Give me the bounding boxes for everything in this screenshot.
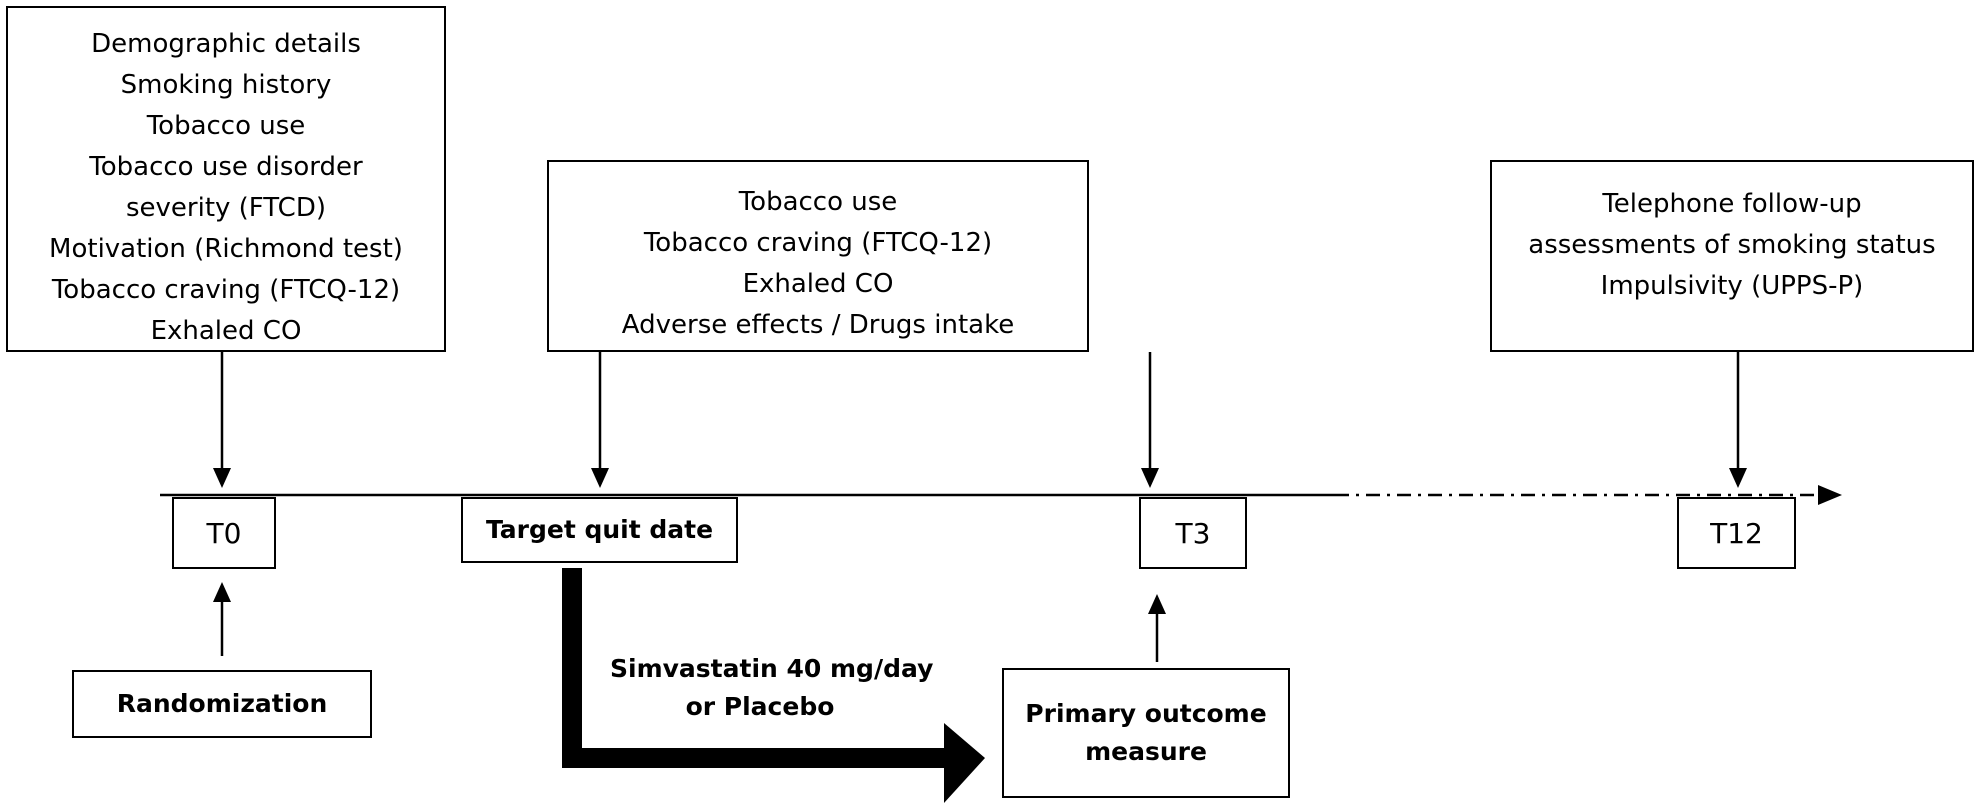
- primary-outcome-box: Primary outcome measure: [1002, 668, 1290, 798]
- treatment-period-arrowhead: [944, 723, 985, 803]
- treatment-period-arrow: [562, 568, 950, 768]
- treatment-line: Simvastatin 40 mg/day: [610, 654, 934, 683]
- baseline-item: Tobacco use disorder: [89, 152, 363, 182]
- midpoint-item: Tobacco use: [738, 187, 898, 217]
- timepoint-t3: T3: [1139, 497, 1247, 569]
- baseline-item: Smoking history: [120, 70, 332, 100]
- baseline-item: Exhaled CO: [150, 316, 302, 346]
- arrow-head-followup-to-t12: [1729, 468, 1747, 488]
- arrow-head-midpoint-to-t3: [1141, 468, 1159, 488]
- timepoint-t0-label: T0: [206, 516, 242, 550]
- baseline-item: severity (FTCD): [125, 193, 326, 223]
- midpoint-assessment-box: Tobacco use Tobacco craving (FTCQ-12) Ex…: [547, 160, 1089, 352]
- baseline-item: Motivation (Richmond test): [49, 234, 403, 264]
- baseline-assessment-box: Demographic details Smoking history Toba…: [6, 6, 446, 352]
- followup-assessment-box: Telephone follow-up assessments of smoki…: [1490, 160, 1974, 352]
- timepoint-t3-label: T3: [1175, 516, 1211, 550]
- timepoint-t12: T12: [1677, 497, 1796, 569]
- arrow-head-randomization-to-t0: [213, 582, 231, 602]
- midpoint-item: Tobacco craving (FTCQ-12): [643, 228, 993, 258]
- timepoint-t0: T0: [172, 497, 276, 569]
- midpoint-item: Adverse effects / Drugs intake: [621, 310, 1015, 340]
- baseline-item: Tobacco use: [146, 111, 306, 141]
- target-quit-date-label: Target quit date: [485, 515, 714, 544]
- timepoint-t12-label: T12: [1710, 516, 1763, 550]
- arrow-head-baseline-to-t0: [213, 468, 231, 488]
- randomization-box: Randomization: [72, 670, 372, 738]
- arrow-head-outcome-to-t3: [1148, 594, 1166, 614]
- midpoint-item: Exhaled CO: [742, 269, 894, 299]
- primary-outcome-line: Primary outcome: [1025, 699, 1267, 728]
- followup-item: Telephone follow-up: [1602, 189, 1862, 219]
- treatment-line: or Placebo: [685, 692, 835, 721]
- baseline-item: Demographic details: [91, 29, 361, 59]
- followup-item: assessments of smoking status: [1528, 230, 1936, 260]
- timeline-arrowhead: [1818, 485, 1842, 505]
- target-quit-date-box: Target quit date: [461, 497, 738, 563]
- primary-outcome-line: measure: [1085, 737, 1207, 766]
- followup-item: Impulsivity (UPPS-P): [1600, 271, 1864, 301]
- treatment-label: Simvastatin 40 mg/day or Placebo: [610, 650, 934, 726]
- randomization-label: Randomization: [116, 689, 328, 718]
- arrow-head-midpoint-to-axis: [591, 468, 609, 488]
- baseline-item: Tobacco craving (FTCQ-12): [51, 275, 401, 305]
